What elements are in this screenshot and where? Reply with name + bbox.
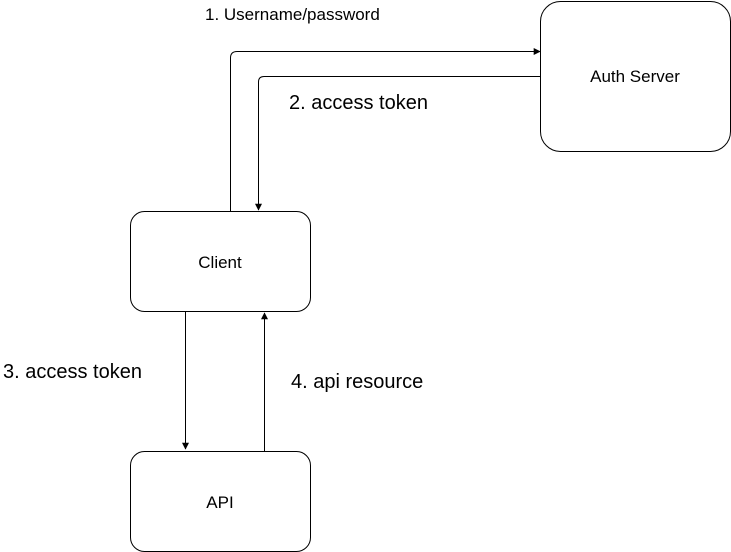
api-label: API bbox=[206, 493, 233, 512]
auth-server-label: Auth Server bbox=[590, 67, 680, 86]
auth-server-node[interactable]: Auth Server bbox=[540, 1, 731, 152]
edge-label-step2: 2. access token bbox=[289, 92, 428, 114]
edge-username-password bbox=[230, 48, 541, 211]
client-box bbox=[130, 211, 311, 312]
edge-access-token-to-client bbox=[255, 76, 540, 211]
edge-label-step1: 1. Username/password bbox=[205, 5, 380, 24]
client-node[interactable]: Client bbox=[130, 211, 311, 312]
edge-label-step3: 3. access token bbox=[3, 361, 142, 383]
client-label: Client bbox=[198, 253, 242, 272]
edge-label-step4: 4. api resource bbox=[291, 371, 423, 393]
api-node[interactable]: API bbox=[130, 451, 311, 552]
